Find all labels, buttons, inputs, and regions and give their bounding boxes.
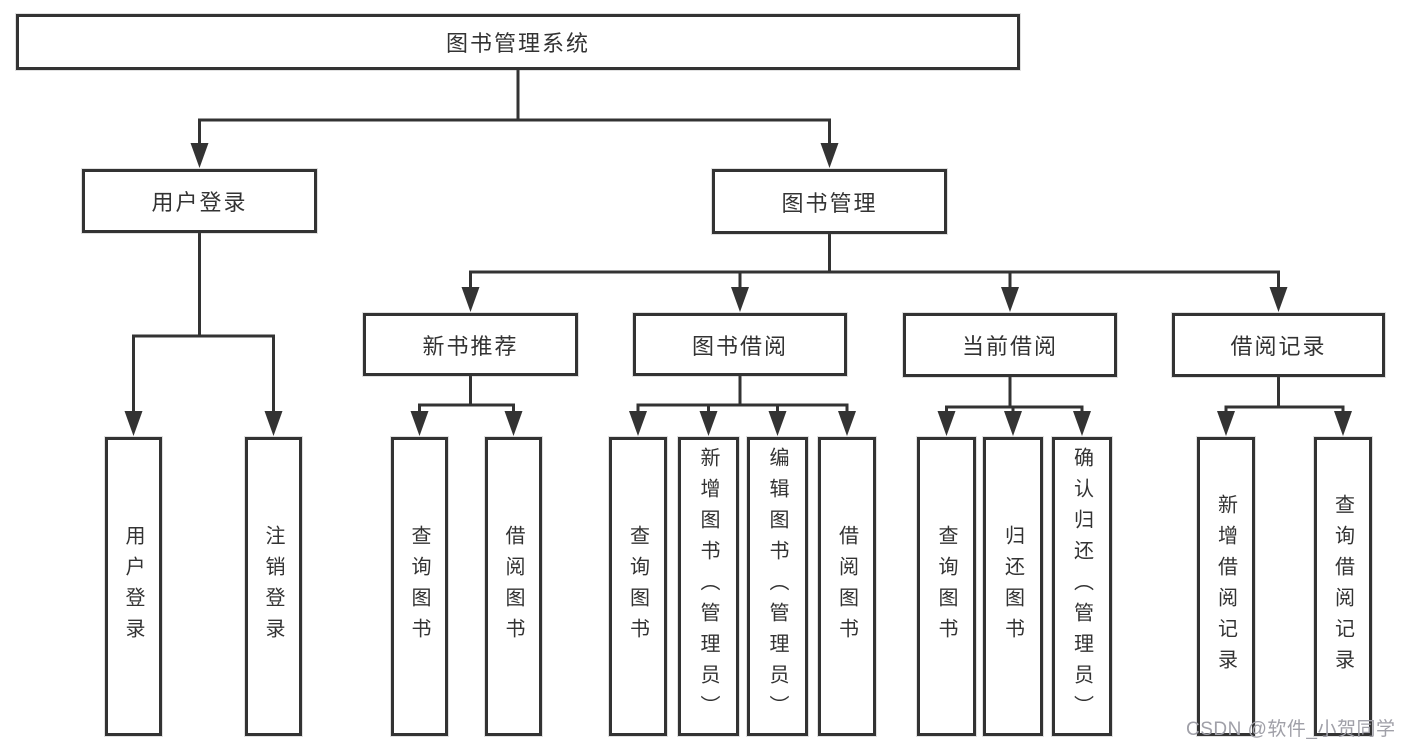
node-book-borrowing: 图书借阅 [633,313,847,376]
node-borrow-books-borrow: 借阅图书 [818,437,876,736]
node-query-books-current: 查询图书 [917,437,976,736]
tree-edges [132,66,1345,417]
node-query-books-borrow: 查询图书 [609,437,667,736]
node-user-login: 用户登录 [82,169,317,233]
node-add-borrow-record: 新增借阅记录 [1197,437,1255,736]
node-query-borrow-record: 查询借阅记录 [1314,437,1372,736]
arrowhead-icon [461,287,480,312]
node-confirm-return-admin: 确认归还（管理员） [1052,437,1112,736]
arrowhead-icon [731,287,749,312]
arrowhead-icon [937,411,956,436]
node-user-login-action: 用户登录 [105,437,162,736]
node-logout-action: 注销登录 [245,437,302,736]
arrowhead-icon [124,411,143,436]
node-query-books-recommend: 查询图书 [391,437,448,736]
arrowhead-icon [190,143,209,168]
node-new-book-recommendation: 新书推荐 [363,313,578,376]
node-borrowing-records: 借阅记录 [1172,313,1385,377]
arrowhead-icon [264,411,283,436]
arrowhead-icon [1269,287,1288,312]
node-return-books: 归还图书 [983,437,1043,736]
arrowhead-icon [768,411,787,436]
arrowhead-icon [1334,411,1352,436]
arrowhead-icon [838,411,856,436]
node-book-management: 图书管理 [712,169,947,234]
node-root: 图书管理系统 [16,14,1020,70]
watermark: CSDN @软件_小贺同学 [1186,719,1396,740]
node-edit-books-admin: 编辑图书（管理员） [747,437,808,736]
node-current-borrowing: 当前借阅 [903,313,1117,377]
arrowhead-icon [1004,411,1022,436]
arrowhead-icon [410,411,429,436]
arrowhead-icon [1073,411,1091,436]
arrowhead-icon [1217,411,1235,436]
arrowhead-icon [820,143,839,168]
arrowhead-icon [504,411,523,436]
node-add-books-admin: 新增图书（管理员） [678,437,739,736]
node-borrow-books-recommend: 借阅图书 [485,437,542,736]
arrowhead-icon [699,411,718,436]
arrowhead-icon [1001,287,1019,312]
arrowhead-icon [629,411,647,436]
